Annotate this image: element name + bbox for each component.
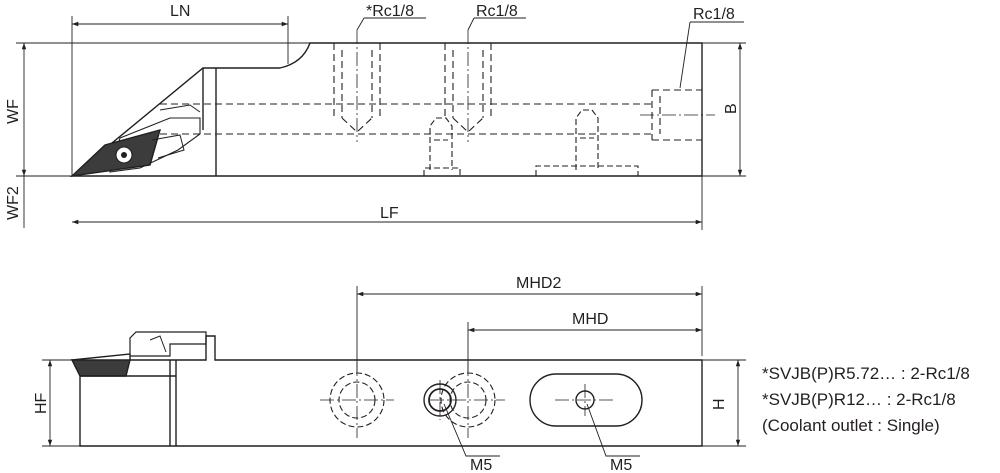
note-line-3: (Coolant outlet : Single) [762,416,940,435]
note-line-1: *SVJB(P)R5.72… : 2-Rc1/8 [762,364,970,383]
side-view [70,331,703,447]
dim-ln-label: LN [170,3,190,20]
port-3-label: Rc1/8 [693,6,735,23]
side-view-dimensions [42,286,746,457]
m5-right-label: M5 [610,457,632,473]
dim-hf-label: HF [33,392,50,414]
port-1-label: *Rc1/8 [366,3,414,20]
top-view-labels: LN *Rc1/8 Rc1/8 Rc1/8 WF WF2 LF B [5,3,740,222]
dim-h-label: H [711,398,728,410]
top-view [69,30,715,178]
dim-wf2-label: WF2 [5,186,22,220]
side-insert [70,359,131,377]
dim-mhd2-label: MHD2 [516,275,561,292]
dim-lf-label: LF [380,205,399,222]
top-view-dimensions [16,16,746,230]
mounting-slot [529,373,643,427]
side-view-labels: MHD2 MHD HF H M5 M5 [33,275,728,473]
holder-body-outline [70,42,703,177]
holder-side-outline [70,335,703,447]
dim-wf-label: WF [5,99,22,124]
dim-b-label: B [723,103,740,114]
m5-left-label: M5 [470,457,492,473]
note-line-2: *SVJB(P)R12… : 2-Rc1/8 [762,390,956,409]
port-2-label: Rc1/8 [476,3,518,20]
dim-mhd-label: MHD [572,311,608,328]
